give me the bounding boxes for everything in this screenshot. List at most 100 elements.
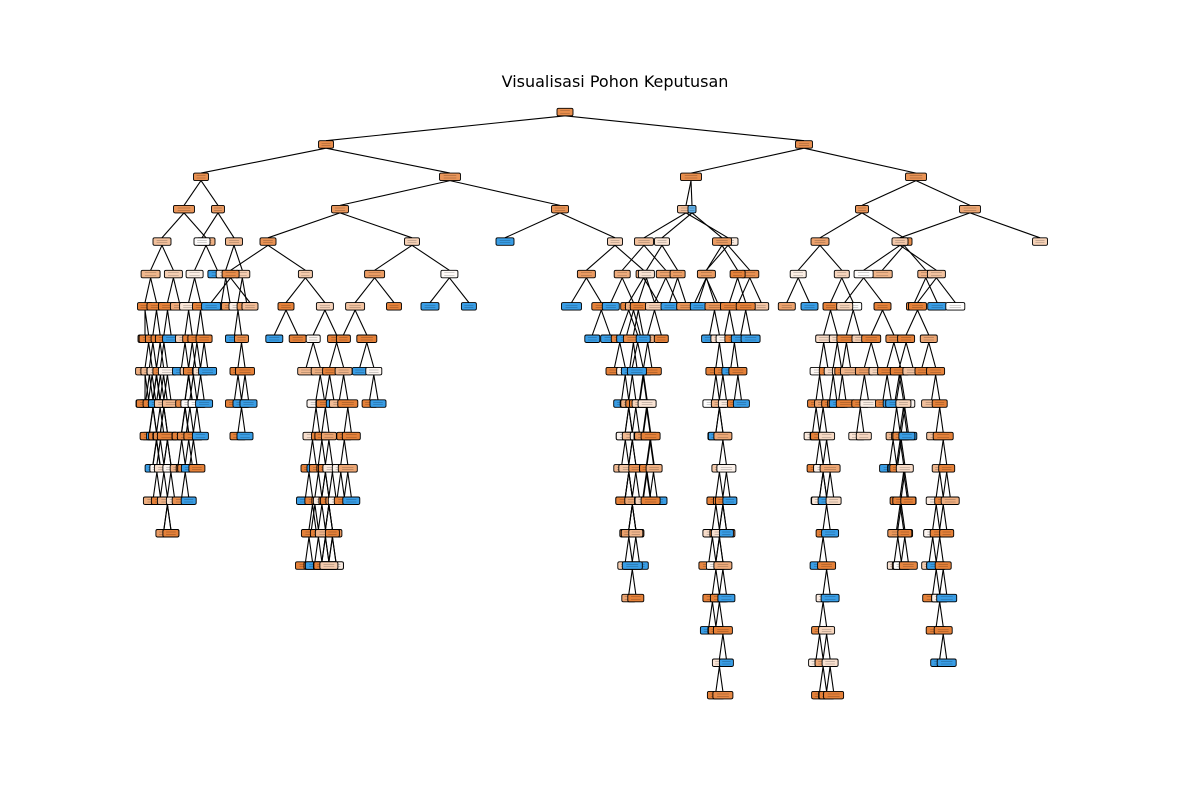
tree-node-box (345, 302, 366, 311)
tree-edge (904, 472, 909, 498)
tree-node (420, 302, 440, 311)
tree-edge (939, 472, 944, 498)
chart-title: Visualisasi Pohon Keputusan (501, 72, 729, 91)
tree-edge (241, 277, 248, 303)
tree-edge (932, 536, 937, 562)
tree-node-box (163, 269, 183, 279)
tree-nodes (135, 107, 1048, 700)
tree-node-box (654, 237, 670, 246)
tree-edge (815, 407, 821, 433)
tree-edge (665, 277, 678, 303)
tree-edge (819, 601, 824, 627)
tree-edge (336, 342, 345, 368)
tree-node (938, 464, 956, 473)
tree-edge (928, 342, 937, 368)
tree-edge (711, 601, 717, 627)
tree-edge (882, 374, 888, 400)
tree-node (221, 269, 240, 279)
tree-edge (220, 277, 227, 303)
tree-edge (713, 309, 720, 336)
tree-edge (691, 212, 723, 239)
tree-node-box (627, 593, 645, 603)
tree-node (818, 431, 836, 441)
tree-edge (900, 504, 906, 530)
tree-edge (822, 569, 828, 595)
tree-edge (624, 472, 630, 498)
tree-edge (144, 277, 152, 303)
tree-node-box (908, 302, 927, 311)
tree-edge (166, 439, 172, 465)
tree-edge (690, 180, 693, 206)
tree-node (718, 529, 734, 538)
tree-edge (697, 277, 707, 303)
tree-node (584, 334, 601, 343)
tree-edge (163, 310, 169, 336)
tree-edge (628, 374, 633, 400)
tree-edge (331, 536, 337, 562)
tree-edge (321, 504, 326, 530)
tree-node (641, 366, 662, 376)
tree-edge (411, 244, 450, 271)
tree-node-box (821, 658, 839, 667)
tree-node (225, 237, 243, 246)
tree-node-box (236, 431, 254, 441)
tree-node (334, 366, 353, 376)
tree-node (193, 172, 209, 182)
tree-node-box (795, 140, 813, 149)
tree-node (871, 269, 893, 279)
tree-edge (324, 536, 330, 562)
tree-edge (727, 244, 751, 271)
tree-edge (852, 309, 861, 336)
tree-edge (942, 504, 948, 530)
tree-edge (932, 569, 937, 595)
tree-node (195, 334, 213, 343)
tree-edge (942, 634, 948, 660)
tree-node (728, 366, 748, 376)
tree-node-box (195, 334, 213, 343)
tree-edge (626, 309, 635, 336)
tree-edge (632, 342, 638, 368)
tree-node-box (318, 140, 334, 149)
tree-node-box (241, 302, 259, 311)
tree-edge (932, 504, 937, 530)
tree-edge (650, 439, 655, 465)
tree-edge (642, 374, 648, 400)
tree-edge (718, 666, 724, 692)
tree-node (861, 334, 882, 343)
tree-edge (724, 309, 731, 336)
tree-node-box (239, 399, 258, 408)
tree-node-box (905, 172, 927, 182)
tree-node (191, 431, 209, 441)
tree-edge (859, 374, 865, 400)
tree-node-box (185, 269, 204, 279)
tree-edge (889, 439, 894, 465)
tree-edges (144, 115, 1041, 692)
tree-node (898, 431, 916, 441)
tree-node-box (191, 431, 209, 441)
tree-edge (902, 407, 908, 433)
tree-edge (733, 342, 739, 368)
tree-edge (310, 504, 316, 530)
tree-edge (863, 342, 872, 368)
tree-edge (722, 504, 727, 530)
tree-edge (709, 309, 716, 336)
tree-node (561, 302, 582, 311)
tree-node-box (188, 464, 206, 473)
tree-node-box (637, 269, 655, 279)
tree-node-box (561, 302, 582, 311)
tree-edge (645, 472, 651, 498)
tree-edge (631, 439, 637, 465)
tree-edge (163, 407, 168, 433)
tree-edge (646, 472, 652, 498)
tree-node-box (819, 464, 841, 473)
tree-edge (935, 374, 941, 400)
tree-edge (819, 439, 824, 465)
tree-node-box (895, 399, 912, 408)
tree-node (940, 496, 960, 505)
tree-edge (646, 407, 652, 433)
tree-node (211, 204, 225, 214)
tree-node (689, 302, 707, 311)
tree-edge (624, 439, 630, 465)
tree-edge (711, 536, 717, 562)
